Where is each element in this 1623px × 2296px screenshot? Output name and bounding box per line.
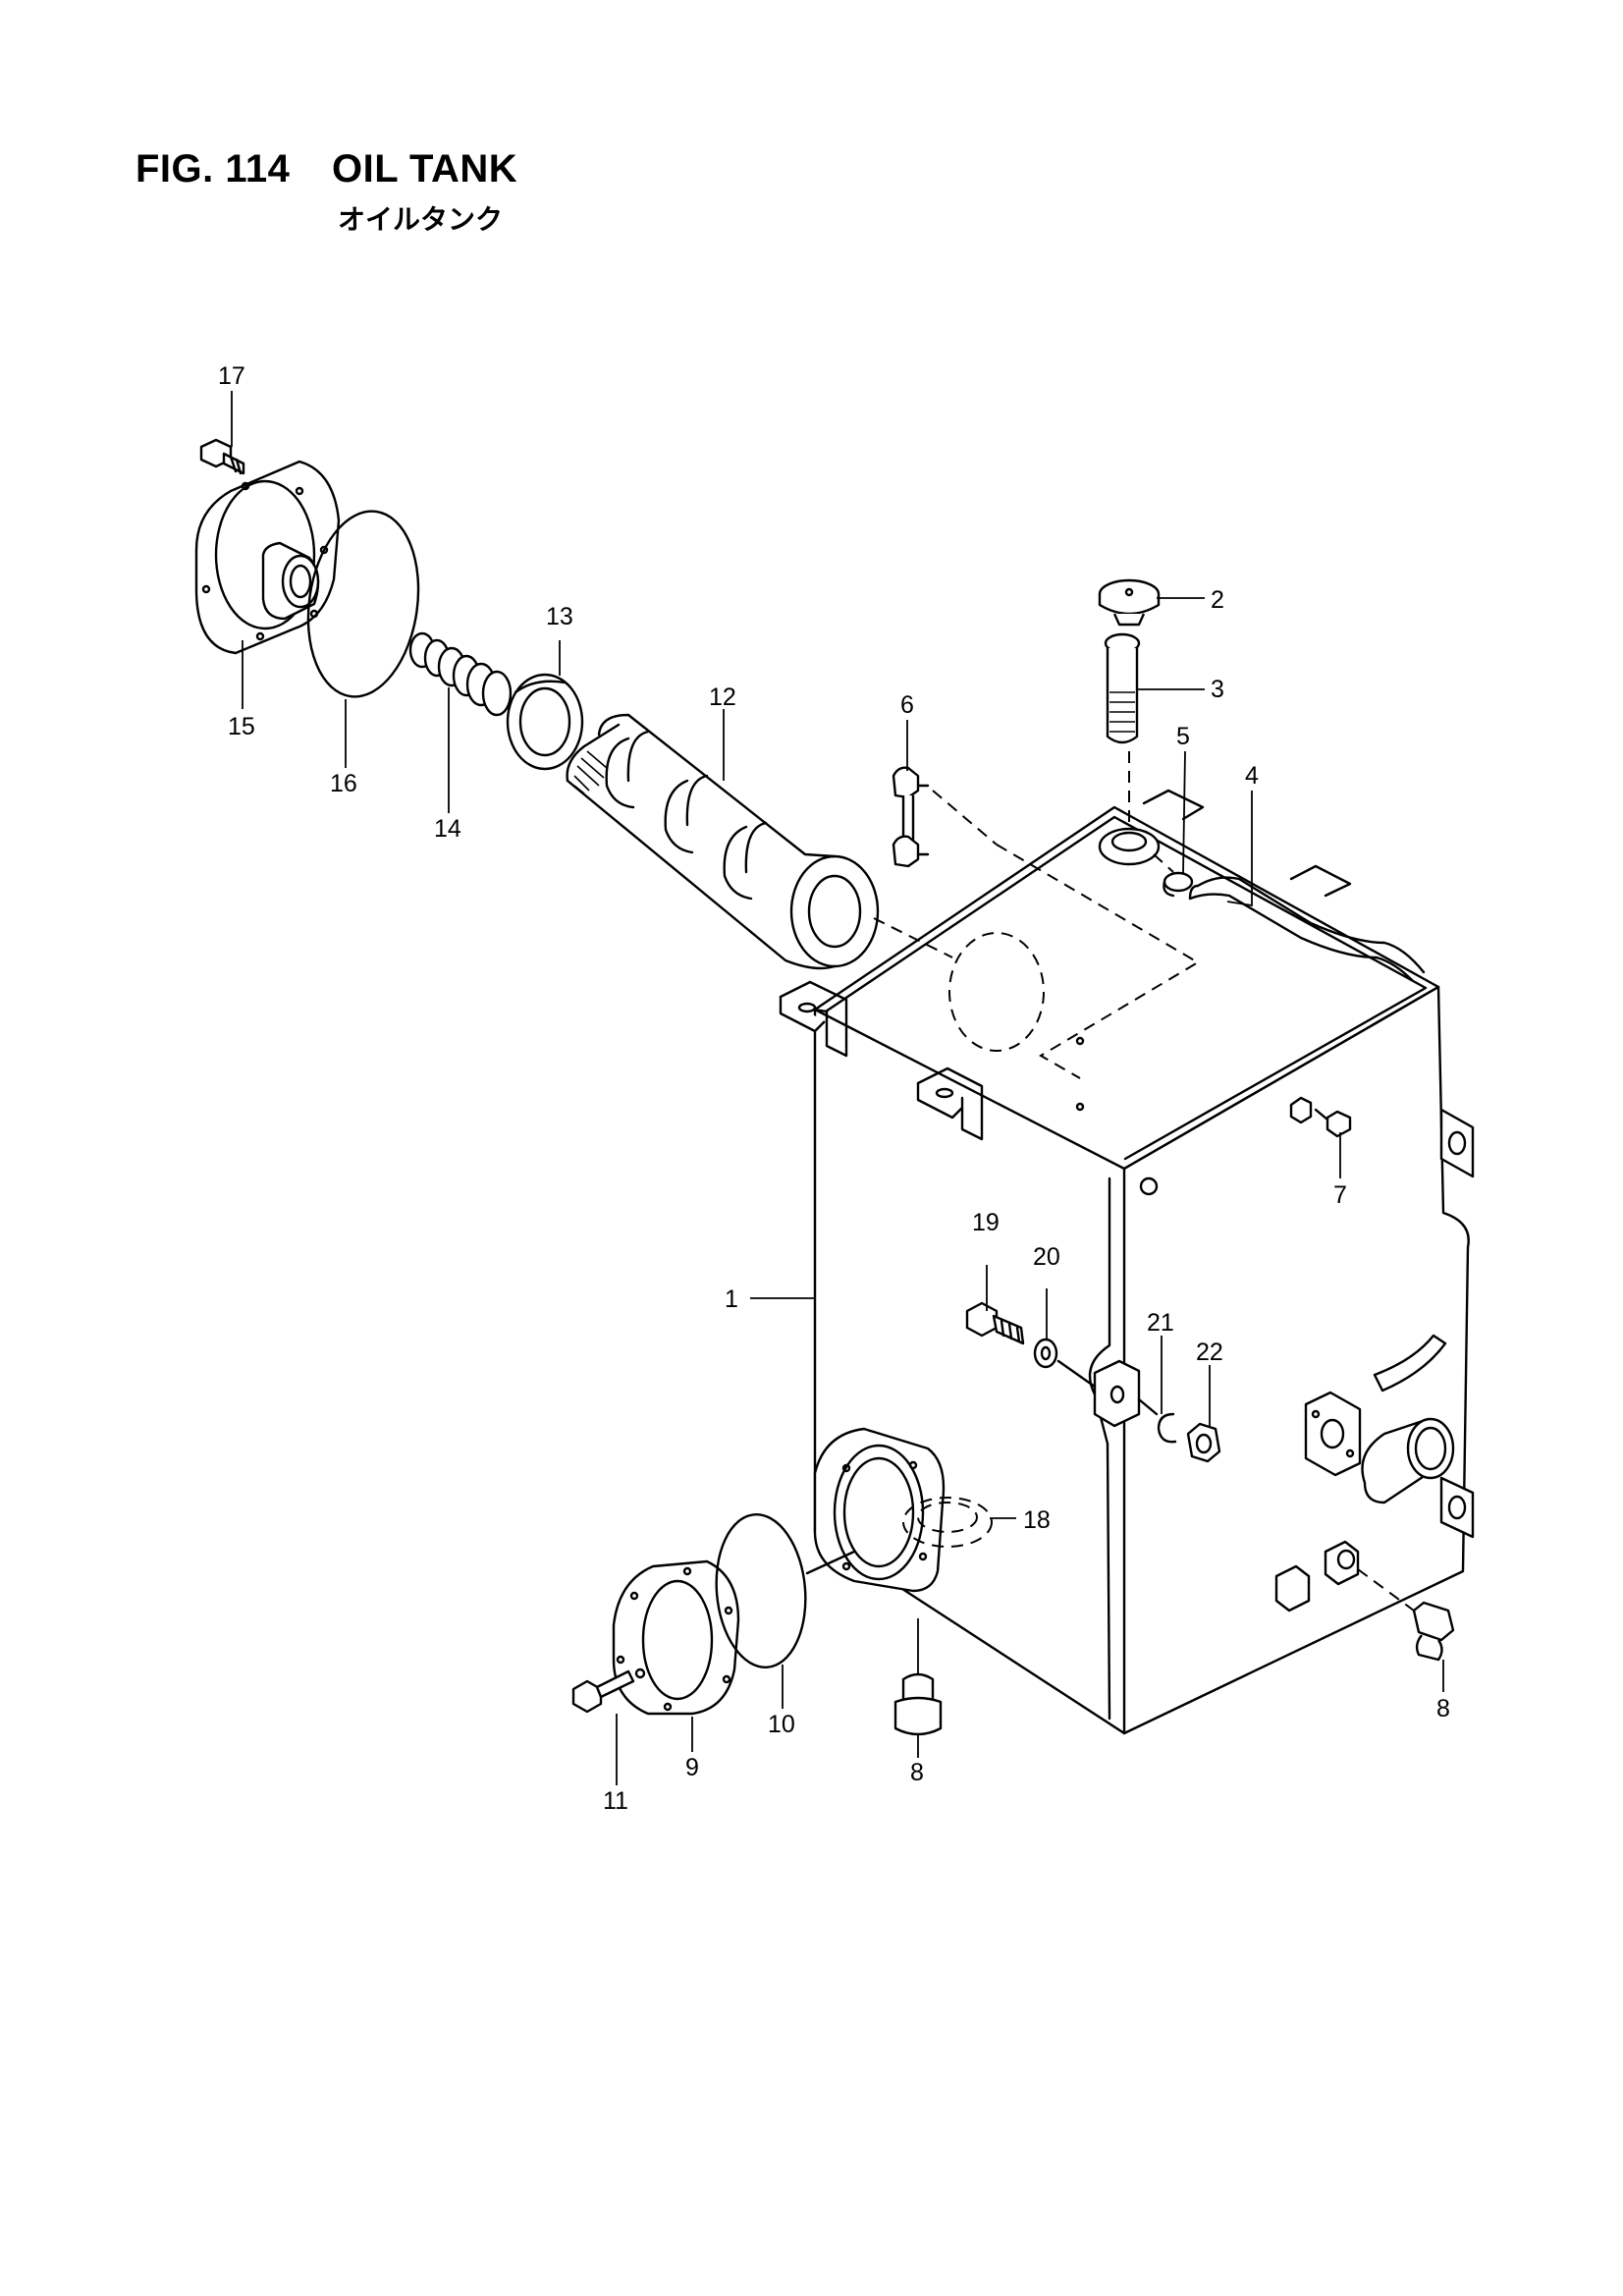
callout-13: 13 — [546, 603, 573, 630]
callout-7: 7 — [1333, 1181, 1347, 1209]
callout-17: 17 — [218, 362, 245, 390]
bottom-cover-gasket — [715, 1512, 856, 1669]
spring — [408, 631, 513, 717]
oil-tank-body — [779, 789, 1475, 1735]
callout-14: 14 — [434, 815, 461, 843]
callout-10: 10 — [768, 1711, 795, 1738]
callout-19: 19 — [972, 1209, 1000, 1236]
bottom-cover — [612, 1559, 740, 1716]
callout-8-bottom: 8 — [910, 1759, 924, 1786]
callout-15: 15 — [228, 713, 255, 740]
suction-strainer — [566, 713, 953, 970]
figure-title: FIG. 114 OIL TANK — [135, 147, 517, 191]
callout-labels: 1 2 3 4 5 6 7 8 8 9 10 11 12 13 14 15 16… — [218, 362, 1450, 1815]
figure-name-jp: オイルタンク — [338, 203, 504, 236]
callout-6: 6 — [900, 691, 914, 719]
leader-lines — [231, 391, 1444, 1785]
bottom-cover-bolt — [571, 1667, 646, 1714]
callout-21: 21 — [1147, 1309, 1174, 1337]
retaining-ring — [506, 673, 584, 771]
figure-number: FIG. 114 — [135, 147, 291, 191]
callout-3: 3 — [1211, 676, 1224, 703]
air-vent-plug — [1289, 1096, 1352, 1138]
drain-plug-side — [1357, 1568, 1455, 1662]
drain-plug-bottom — [893, 1618, 943, 1736]
callout-18: 18 — [1023, 1506, 1051, 1534]
washer — [1033, 1338, 1097, 1389]
callout-16: 16 — [330, 770, 357, 797]
mounting-bolt — [965, 1301, 1025, 1345]
top-cover-gasket — [306, 510, 420, 698]
callout-11: 11 — [603, 1787, 628, 1815]
callout-22: 22 — [1196, 1339, 1223, 1366]
figure-name: OIL TANK — [332, 147, 518, 191]
breather-hose — [1188, 876, 1426, 982]
hose-clamp — [1153, 853, 1194, 898]
spring-washer — [1137, 1397, 1177, 1444]
callout-5: 5 — [1176, 723, 1190, 750]
top-cover — [194, 460, 341, 655]
nut — [1186, 1422, 1221, 1463]
filler-cap — [1098, 578, 1161, 627]
callout-1: 1 — [725, 1285, 738, 1313]
callout-12: 12 — [709, 683, 736, 711]
callout-20: 20 — [1033, 1243, 1060, 1271]
callout-2: 2 — [1211, 586, 1224, 614]
filler-strainer — [1104, 632, 1141, 825]
callout-8-side: 8 — [1436, 1695, 1450, 1722]
figure-title-block: FIG. 114 OIL TANK オイルタンク — [135, 147, 517, 236]
callout-4: 4 — [1245, 762, 1259, 790]
cover-bolt — [199, 438, 245, 475]
callout-9: 9 — [685, 1754, 699, 1781]
level-gauge — [892, 766, 998, 868]
